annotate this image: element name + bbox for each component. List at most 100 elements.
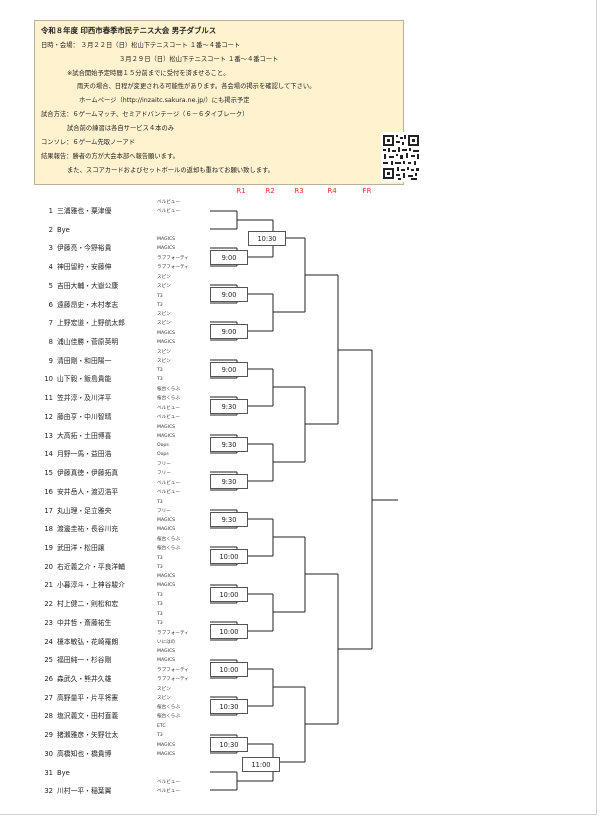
club-name: フリー [157, 509, 171, 514]
club-name: スピン [157, 312, 171, 317]
match-time-box: 9:00 [210, 324, 248, 339]
seed-number: 27 [44, 694, 53, 702]
info-line-checkin: ※試合開始予定時間１５分前までに受付を済ませること。 [67, 70, 230, 77]
club-name: スピン [157, 321, 171, 326]
match-time-box: 10:30 [248, 231, 286, 246]
club-name: T3 [157, 565, 163, 570]
club-name: MAGICS [157, 583, 176, 588]
club-name: T3 [157, 556, 163, 561]
player-row: 7 上野宏道・上野航太郎 [40, 318, 125, 328]
player-names: 伊藤亮・今野裕貴 [57, 244, 112, 252]
club-name: MAGICS [157, 527, 176, 532]
round-label-fr: FR [362, 187, 372, 195]
match-time-box: 9:00 [210, 287, 248, 302]
seed-number: 1 [48, 207, 53, 215]
club-name: ラブフォーティ [157, 631, 189, 636]
player-names: 高橋知也・橋貴博 [57, 750, 112, 758]
seed-number: 30 [44, 750, 53, 758]
seed-number: 11 [44, 394, 53, 402]
club-name: MAGICS [157, 425, 176, 430]
club-name: 桜台くらぶ [157, 387, 180, 392]
info-line-date-2: ３月２９日（日）松山下テニスコート １番〜４番コート [119, 56, 279, 63]
player-names: 藤由亨・中川智晴 [57, 413, 112, 421]
info-line-homepage: ホームページ（http://inzaitc.sakura.ne.jp/）にも掲示… [79, 97, 250, 104]
tournament-title: 令和８年度 印西市春季市民テニス大会 男子ダブルス [41, 26, 217, 35]
club-name: スピン [157, 275, 171, 280]
club-name: T3 [157, 500, 163, 505]
match-time-box: 10:00 [210, 549, 248, 564]
club-name: スピン [157, 687, 171, 692]
seed-number: 21 [44, 581, 53, 589]
match-time-box: 9:30 [210, 512, 248, 527]
player-names: 山下毅・飯島貴能 [57, 375, 112, 383]
seed-number: 10 [44, 375, 53, 383]
round-label-r1: R1 [236, 187, 246, 195]
seed-number: 12 [44, 413, 53, 421]
seed-number: 7 [48, 319, 53, 327]
club-name: ベルビュー [157, 415, 180, 420]
club-name: ラブフォーティ [157, 256, 189, 261]
player-names: 福田純一・杉谷剛 [57, 656, 112, 664]
club-name: 桜台くらぶ [157, 705, 180, 710]
player-names: 三浦雅也・粟津優 [57, 207, 112, 215]
seed-number: 22 [44, 600, 53, 608]
club-name: T3 [157, 612, 163, 617]
player-row: 22 村上健二・則松和宏 [40, 599, 118, 609]
player-row: 11 笠井淳・及川洋平 [40, 393, 111, 403]
club-name: 桜台くらぶ [157, 714, 180, 719]
player-row: 12 藤由亨・中川智晴 [40, 412, 111, 422]
player-names: 笠井淳・及川洋平 [57, 394, 112, 402]
match-time-box: 10:30 [210, 737, 248, 752]
round-label-r4: R4 [327, 187, 337, 195]
match-time-box: 10:00 [210, 624, 248, 639]
club-name: 桜台くらぶ [157, 396, 180, 401]
match-time-box: 10:30 [210, 699, 248, 714]
club-name: MAGICS [157, 518, 176, 523]
seed-number: 29 [44, 731, 53, 739]
player-names: 伊藤真徳・伊藤拓真 [57, 469, 119, 477]
match-time-box: 9:00 [210, 362, 248, 377]
player-names: 塩沢義文・田村直義 [57, 712, 119, 720]
club-name: MAGICS [157, 752, 176, 757]
player-row: 28 塩沢義文・田村直義 [40, 711, 118, 721]
club-name: T3 [157, 303, 163, 308]
match-time-box: 9:30 [210, 474, 248, 489]
club-name: T3 [157, 294, 163, 299]
player-row: 30 高橋知也・橋貴博 [40, 749, 111, 759]
player-names: 高野量平・片平将憲 [57, 694, 119, 702]
club-name: ベルビュー [157, 789, 180, 794]
club-name: ラブフォーティ [157, 265, 189, 270]
match-time-box: 11:00 [242, 757, 280, 772]
player-row: 27 高野量平・片平将憲 [40, 693, 118, 703]
seed-number: 18 [44, 525, 53, 533]
club-name: スピン [157, 359, 171, 364]
info-line-consolation: コンソレ：６ゲーム先取ノーアド [41, 139, 136, 146]
player-row: 1 三浦雅也・粟津優 [40, 206, 112, 216]
seed-number: 20 [44, 563, 53, 571]
player-names: 上野宏道・上野航太郎 [57, 319, 125, 327]
player-names: 村上健二・則松和宏 [57, 600, 119, 608]
club-name: MAGICS [157, 237, 176, 242]
club-name: ETC [157, 724, 166, 729]
player-names: 中井哲・斎藤祐生 [57, 619, 112, 627]
club-name: MAGICS [157, 331, 176, 336]
seed-number: 28 [44, 712, 53, 720]
club-name: ベルビュー [157, 200, 180, 205]
seed-number: 13 [44, 432, 53, 440]
